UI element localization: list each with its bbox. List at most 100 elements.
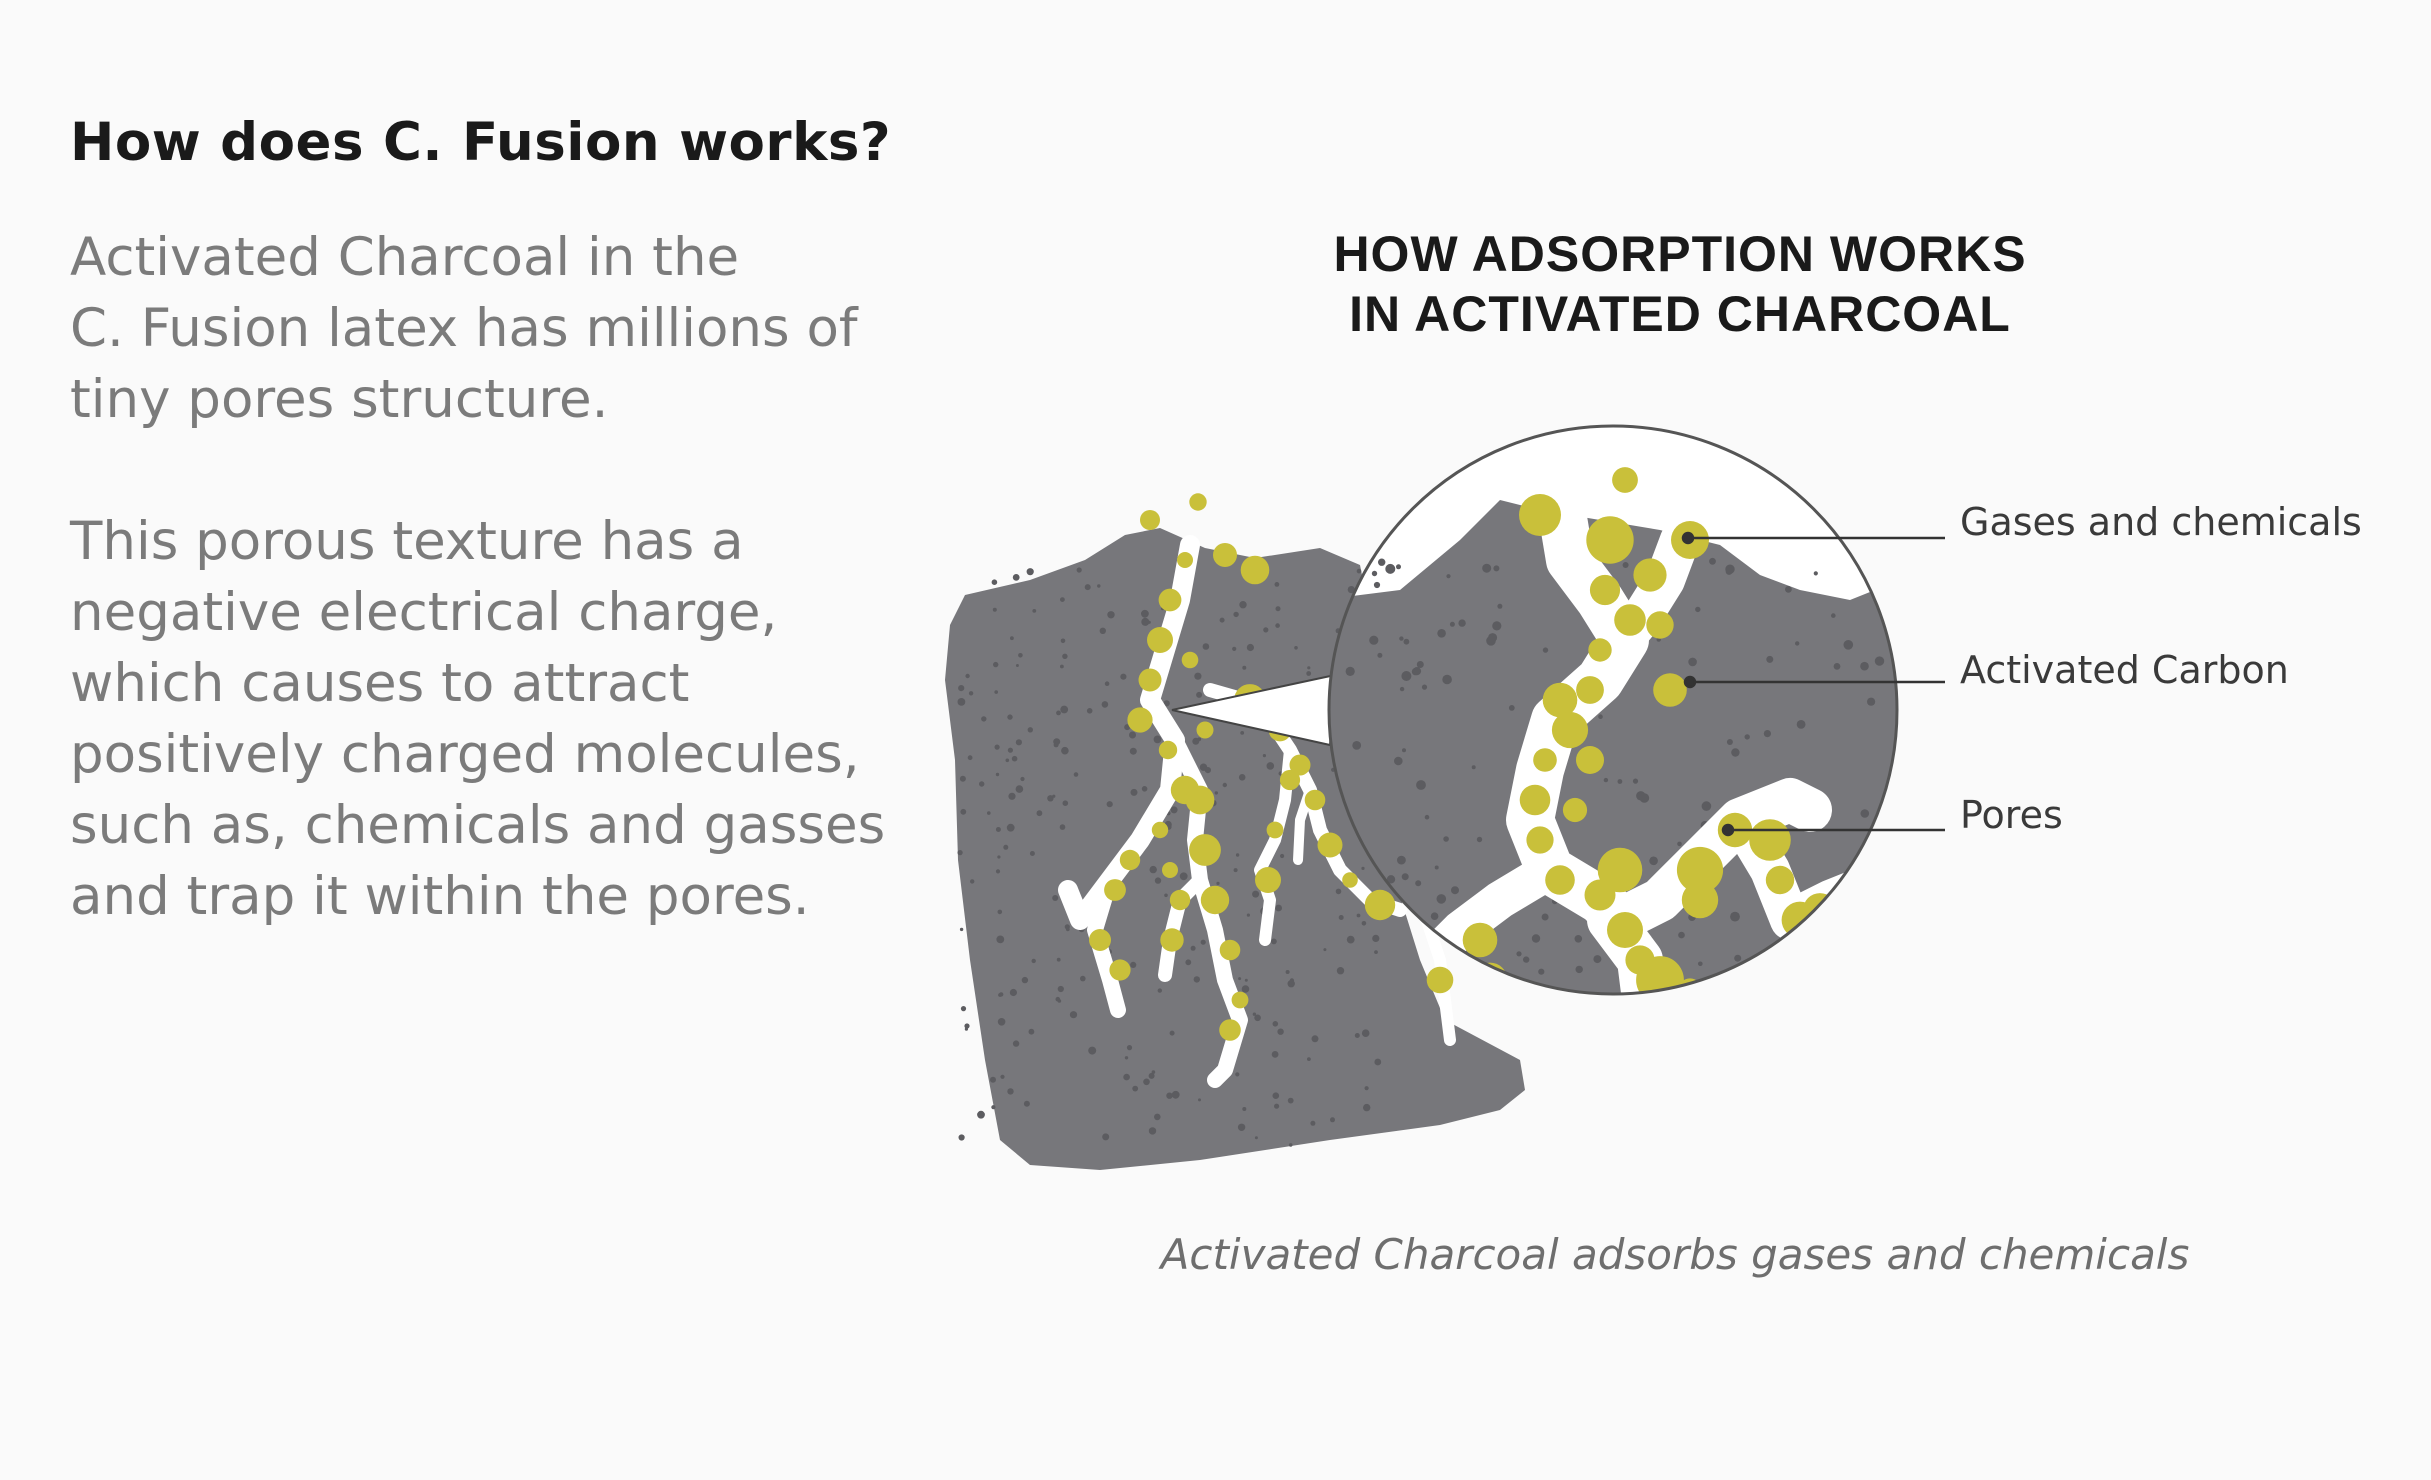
particle bbox=[1139, 669, 1162, 692]
texture-dot bbox=[1200, 764, 1207, 771]
texture-dot bbox=[1385, 564, 1395, 574]
texture-dot bbox=[1129, 732, 1136, 739]
texture-dot bbox=[1203, 643, 1210, 650]
particle bbox=[1520, 785, 1551, 816]
texture-dot bbox=[1032, 959, 1036, 963]
texture-dot bbox=[1275, 905, 1282, 912]
texture-dot bbox=[1130, 748, 1137, 755]
texture-dot bbox=[1598, 714, 1603, 719]
texture-dot bbox=[1107, 611, 1114, 618]
texture-dot bbox=[992, 579, 998, 585]
texture-dot bbox=[1008, 748, 1013, 753]
texture-dot bbox=[1649, 857, 1658, 866]
texture-dot bbox=[970, 879, 974, 883]
texture-dot bbox=[1365, 1086, 1369, 1090]
texture-dot bbox=[1374, 950, 1378, 954]
texture-dot bbox=[1057, 958, 1061, 962]
texture-dot bbox=[1401, 671, 1411, 681]
texture-dot bbox=[1372, 571, 1377, 576]
texture-dot bbox=[1247, 644, 1254, 651]
texture-dot bbox=[993, 608, 997, 612]
texture-dot bbox=[1016, 785, 1024, 793]
texture-dot bbox=[1007, 1088, 1013, 1094]
texture-dot bbox=[997, 855, 1000, 858]
particle bbox=[1612, 467, 1638, 493]
particle bbox=[1213, 543, 1237, 567]
texture-dot bbox=[1263, 627, 1268, 632]
texture-dot bbox=[1024, 1101, 1030, 1107]
texture-dot bbox=[1087, 708, 1093, 714]
texture-dot bbox=[1255, 1136, 1258, 1139]
texture-dot bbox=[1273, 1092, 1280, 1099]
texture-dot bbox=[1425, 815, 1430, 820]
texture-dot bbox=[1280, 854, 1284, 858]
texture-dot bbox=[1543, 647, 1548, 652]
texture-dot bbox=[1678, 932, 1685, 939]
texture-dot bbox=[1102, 1133, 1109, 1140]
texture-dot bbox=[1378, 559, 1385, 566]
texture-dot bbox=[1007, 824, 1015, 832]
texture-dot bbox=[1593, 955, 1601, 963]
label-activated-carbon: Activated Carbon bbox=[1960, 648, 2289, 692]
texture-dot bbox=[1152, 1070, 1156, 1074]
texture-dot bbox=[1247, 914, 1250, 917]
texture-dot bbox=[1020, 777, 1024, 781]
texture-dot bbox=[981, 716, 986, 721]
texture-dot bbox=[1623, 562, 1629, 568]
particle bbox=[1220, 940, 1241, 961]
texture-dot bbox=[977, 1111, 985, 1119]
particle bbox=[1201, 886, 1229, 914]
texture-dot bbox=[1417, 661, 1424, 668]
texture-dot bbox=[1497, 604, 1502, 609]
texture-dot bbox=[1007, 714, 1012, 719]
texture-dot bbox=[1232, 647, 1236, 651]
texture-dot bbox=[991, 1105, 995, 1109]
texture-dot bbox=[1766, 656, 1773, 663]
texture-dot bbox=[1604, 778, 1608, 782]
texture-dot bbox=[1415, 880, 1421, 886]
texture-dot bbox=[1197, 737, 1201, 741]
texture-dot bbox=[1745, 734, 1750, 739]
texture-dot bbox=[1030, 851, 1035, 856]
texture-dot bbox=[1194, 673, 1201, 680]
particle bbox=[1159, 589, 1182, 612]
texture-dot bbox=[1150, 866, 1157, 873]
texture-dot bbox=[1271, 939, 1277, 945]
texture-dot bbox=[1726, 568, 1733, 575]
texture-dot bbox=[1450, 622, 1455, 627]
texture-dot bbox=[1016, 664, 1019, 667]
texture-dot bbox=[1010, 989, 1017, 996]
texture-dot bbox=[1374, 582, 1380, 588]
texture-dot bbox=[1077, 567, 1082, 572]
texture-dot bbox=[1831, 613, 1836, 618]
texture-dot bbox=[1702, 801, 1712, 811]
particle bbox=[1588, 638, 1611, 661]
texture-dot bbox=[1731, 748, 1739, 756]
texture-dot bbox=[1272, 1051, 1279, 1058]
texture-dot bbox=[1523, 956, 1529, 962]
texture-dot bbox=[1727, 739, 1733, 745]
particle bbox=[1636, 956, 1684, 1004]
texture-dot bbox=[1185, 959, 1191, 965]
particle bbox=[1682, 882, 1718, 918]
texture-dot bbox=[1054, 742, 1059, 747]
texture-dot bbox=[1061, 639, 1066, 644]
texture-dot bbox=[958, 685, 964, 691]
texture-dot bbox=[979, 781, 984, 786]
particle bbox=[1633, 558, 1666, 591]
texture-dot bbox=[1695, 607, 1700, 612]
texture-dot bbox=[1860, 662, 1869, 671]
texture-dot bbox=[1482, 564, 1491, 573]
texture-dot bbox=[1362, 921, 1367, 926]
texture-dot bbox=[1509, 705, 1515, 711]
texture-dot bbox=[1201, 940, 1206, 945]
texture-dot bbox=[1394, 757, 1403, 766]
texture-dot bbox=[1273, 1021, 1279, 1027]
texture-dot bbox=[1029, 1029, 1035, 1035]
texture-dot bbox=[1372, 935, 1379, 942]
texture-dot bbox=[1397, 856, 1406, 865]
particle bbox=[1189, 834, 1221, 866]
magnified-view bbox=[1320, 420, 1920, 1008]
texture-dot bbox=[1097, 584, 1100, 587]
texture-dot bbox=[990, 1077, 996, 1083]
